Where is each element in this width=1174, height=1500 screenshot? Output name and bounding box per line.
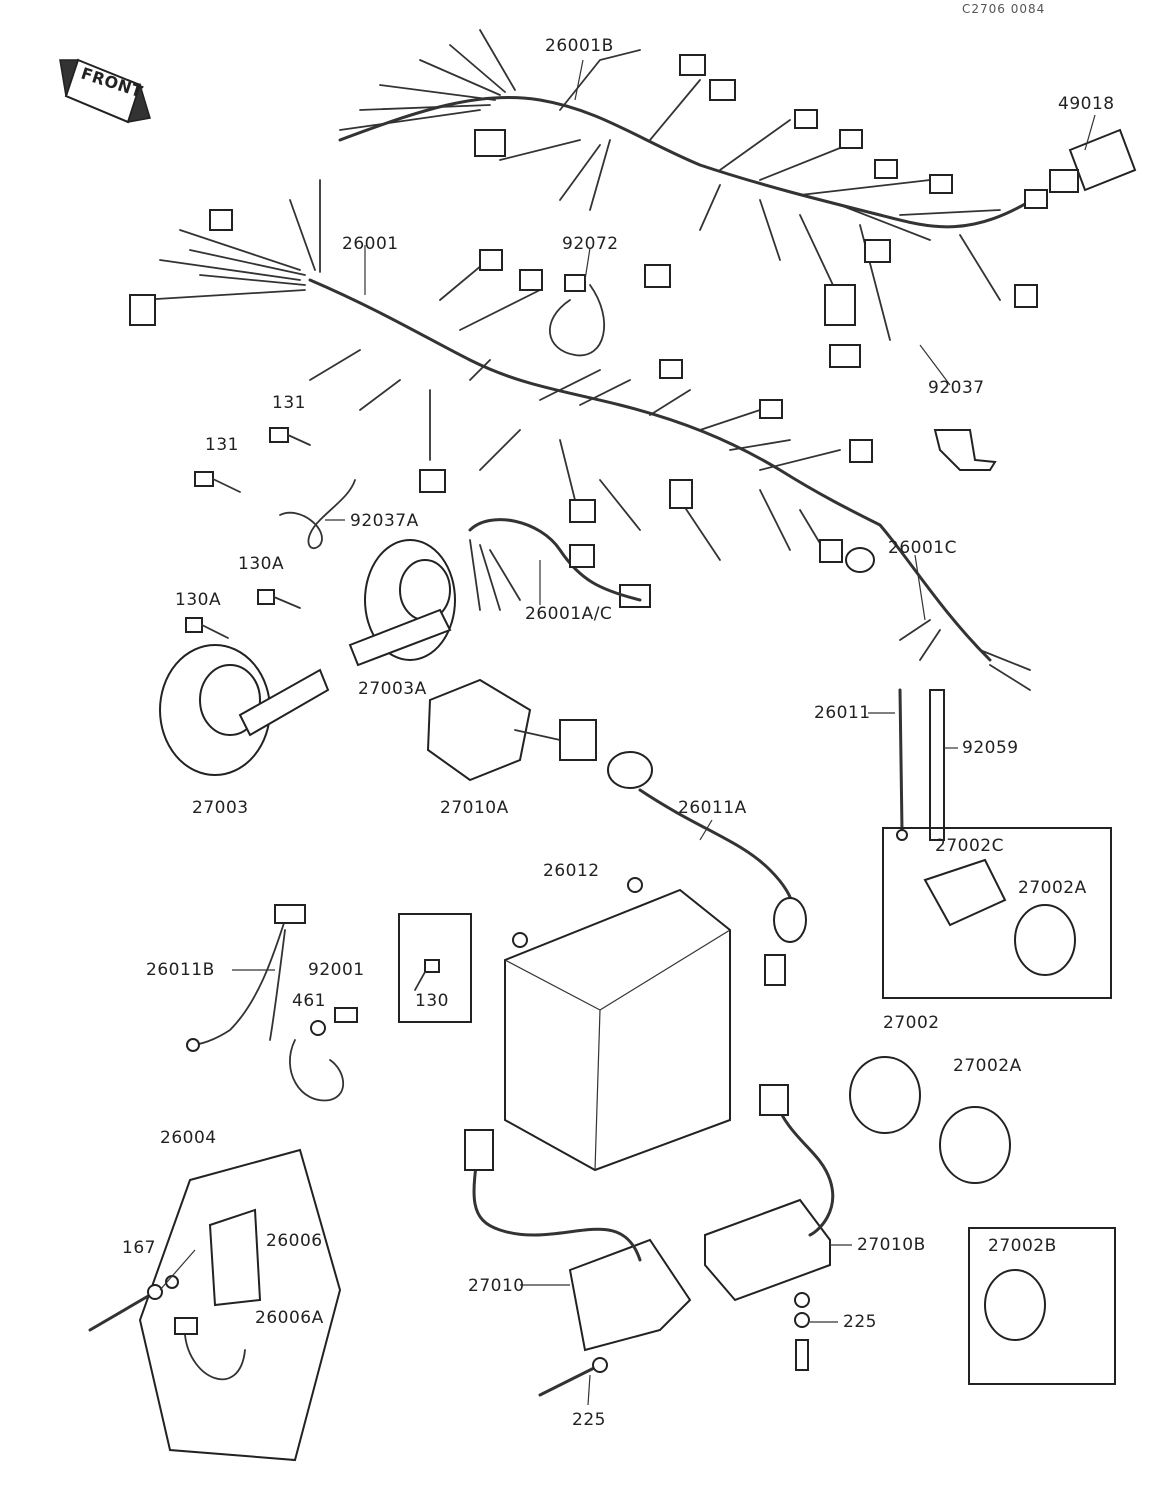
label-27002A: 27002A (953, 1056, 1022, 1076)
label-92059: 92059 (962, 738, 1019, 758)
label-92072: 92072 (562, 234, 619, 254)
battery-26012 (504, 877, 731, 1172)
label-225-bottom: 225 (572, 1410, 606, 1430)
part-130A-bolts (185, 589, 301, 639)
part-27010A (426, 678, 597, 782)
label-225-right: 225 (843, 1312, 877, 1332)
label-461: 461 (292, 991, 326, 1011)
document-code: C2706 0084 (962, 2, 1046, 16)
label-26006A: 26006A (255, 1308, 324, 1328)
part-26011 (896, 688, 908, 841)
part-26006 (208, 1208, 262, 1307)
label-27010: 27010 (468, 1276, 525, 1296)
label-130A-lower: 130A (175, 590, 222, 610)
kit-box-130 (398, 913, 472, 1023)
label-27003: 27003 (192, 798, 249, 818)
leader-lines (159, 59, 1096, 1406)
harness-26001A-C (468, 518, 642, 611)
label-27010B: 27010B (857, 1235, 926, 1255)
label-26001B: 26001B (545, 36, 614, 56)
part-27010 (464, 1129, 692, 1397)
harness-26001 (129, 179, 1031, 691)
part-27002C (923, 858, 1007, 927)
part-461-bolt (310, 1007, 358, 1036)
label-26006: 26006 (266, 1231, 323, 1251)
part-26004 (138, 1148, 342, 1462)
part-225-hardware (794, 1292, 810, 1371)
label-26011B: 26011B (146, 960, 215, 980)
label-26011A: 26011A (678, 798, 747, 818)
part-27002A-in-box (1014, 904, 1076, 976)
kit-box-27002B (968, 1227, 1116, 1385)
label-26011: 26011 (814, 703, 871, 723)
front-arrow-badge (59, 58, 151, 124)
part-27002B (984, 1269, 1046, 1341)
label-131-lower: 131 (205, 435, 239, 455)
label-26001A-C: 26001A/C (525, 604, 613, 624)
label-27002A-in-box: 27002A (1018, 878, 1087, 898)
label-131-upper: 131 (272, 393, 306, 413)
horn-27003 (159, 644, 330, 776)
label-26012: 26012 (543, 861, 600, 881)
part-92072 (549, 274, 606, 357)
part-92059 (929, 689, 945, 841)
label-27003A: 27003A (358, 679, 427, 699)
part-26011B (186, 904, 306, 1052)
horn-27003A (348, 539, 456, 667)
part-27002A (849, 1056, 1011, 1184)
part-26006A (174, 1317, 246, 1381)
label-92037: 92037 (928, 378, 985, 398)
label-26001: 26001 (342, 234, 399, 254)
part-92001 (289, 1039, 345, 1102)
label-27002B: 27002B (988, 1236, 1057, 1256)
part-92037A (279, 479, 356, 550)
part-131-bolts (194, 427, 311, 493)
kit-box-27002 (882, 827, 1112, 999)
label-130A-upper: 130A (238, 554, 285, 574)
label-92001: 92001 (308, 960, 365, 980)
label-27002C: 27002C (935, 836, 1004, 856)
label-26004: 26004 (160, 1128, 217, 1148)
part-49018 (1049, 128, 1137, 193)
label-27010A: 27010A (440, 798, 509, 818)
label-167: 167 (122, 1238, 156, 1258)
harness-26001B (338, 29, 1048, 368)
label-130: 130 (415, 991, 449, 1011)
part-130 (414, 959, 440, 991)
label-49018: 49018 (1058, 94, 1115, 114)
part-167-bolt (88, 1275, 179, 1332)
label-26001C: 26001C (888, 538, 957, 558)
part-92037 (933, 429, 997, 471)
part-27010B (704, 1084, 835, 1302)
label-27002: 27002 (883, 1013, 940, 1033)
part-26011A (607, 751, 807, 986)
label-92037A: 92037A (350, 511, 419, 531)
